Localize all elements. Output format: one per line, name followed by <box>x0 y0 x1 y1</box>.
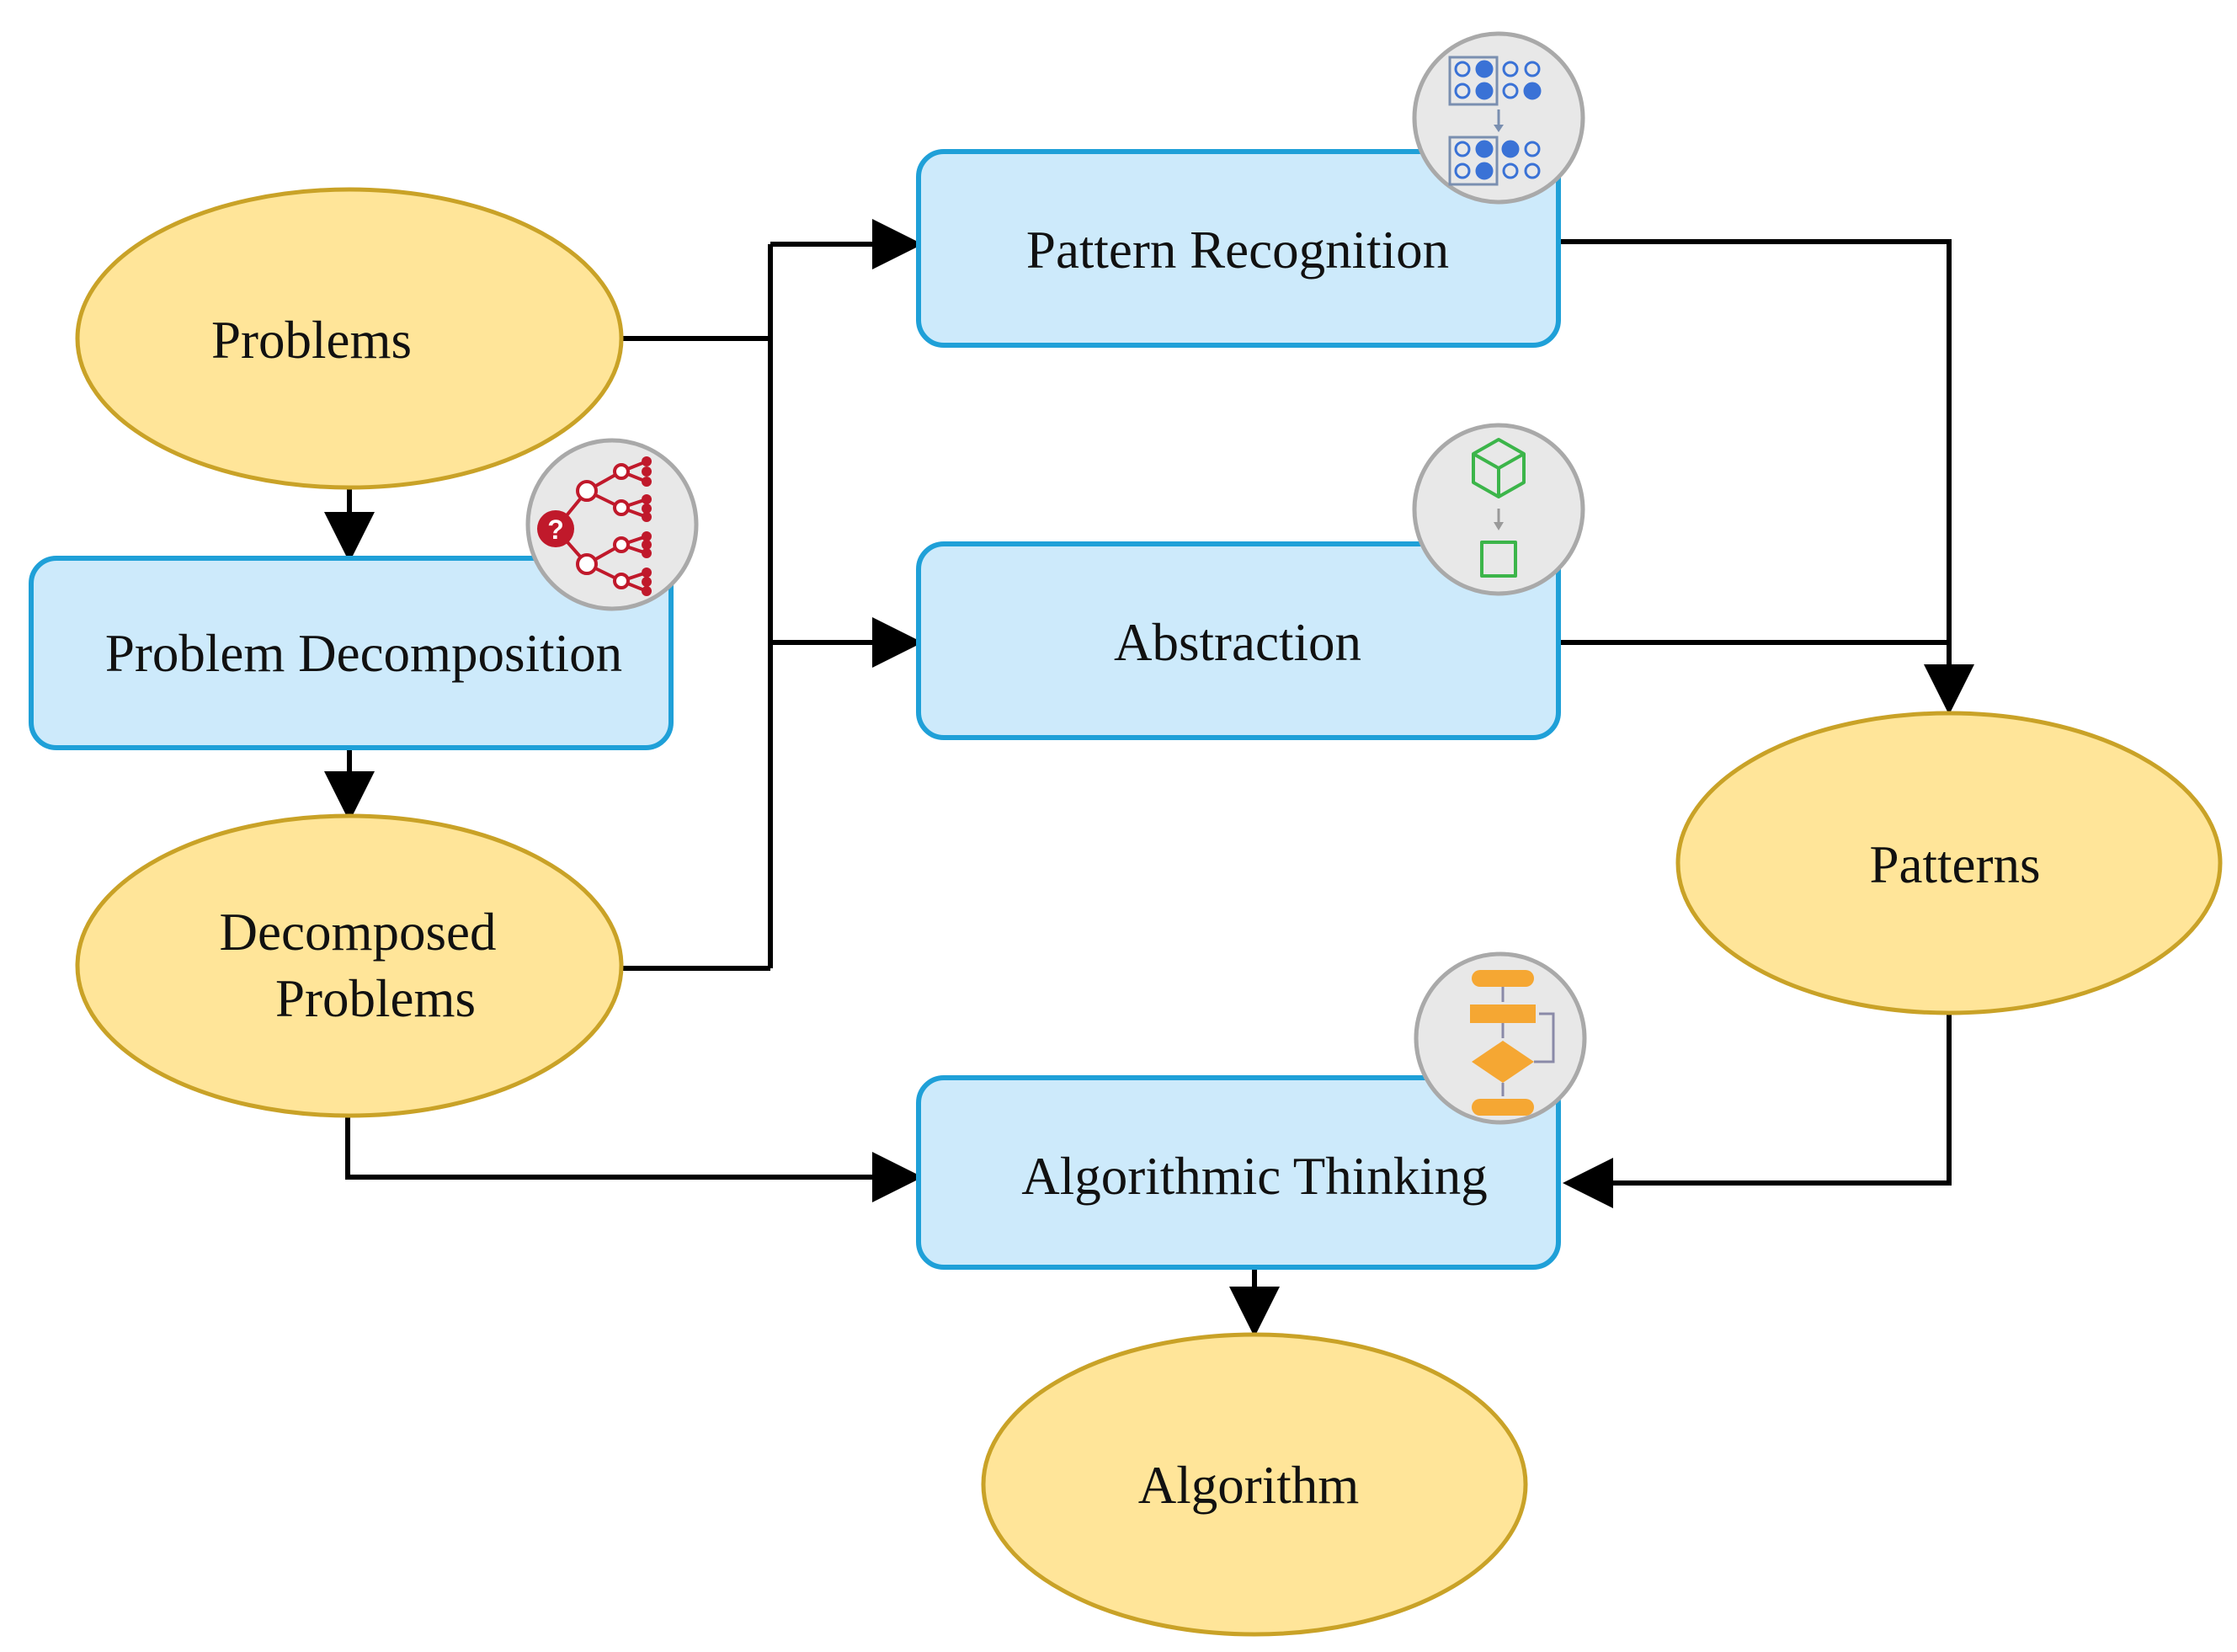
flowchart-icon <box>1414 951 1587 1125</box>
svg-text:?: ? <box>547 514 564 545</box>
node-algorithmic-thinking: Algorithmic Thinking <box>916 1075 1561 1270</box>
node-decomposed-problems-label-line1: Decomposed <box>220 903 497 962</box>
edge-pattern-recognition-to-patterns <box>1558 239 1974 715</box>
node-pattern-recognition: Pattern Recognition <box>916 149 1561 348</box>
cube-to-square-icon <box>1412 423 1585 596</box>
decomposition-tree-icon: ? <box>525 438 699 611</box>
node-decomposed-problems: Decomposed Problems <box>75 813 624 1118</box>
node-problem-decomposition-label: Problem Decomposition <box>105 624 622 683</box>
node-problems-label: Problems <box>211 311 412 370</box>
node-problems: Problems <box>75 187 624 490</box>
edges <box>324 219 1974 1337</box>
node-problem-decomposition: Problem Decomposition <box>29 556 674 750</box>
node-algorithmic-thinking-label: Algorithmic Thinking <box>1021 1147 1488 1206</box>
edge-decomposed-to-algorithmic-thinking <box>345 1116 923 1202</box>
node-algorithm: Algorithm <box>981 1332 1528 1637</box>
edge-patterns-to-algorithmic-thinking <box>1563 1013 1952 1208</box>
pattern-grid-icon <box>1412 31 1585 205</box>
node-patterns: Patterns <box>1675 711 2223 1015</box>
node-abstraction-label: Abstraction <box>1114 613 1361 672</box>
node-patterns-label: Patterns <box>1870 835 2041 894</box>
node-pattern-recognition-label: Pattern Recognition <box>1026 221 1449 280</box>
node-algorithm-label: Algorithm <box>1138 1456 1360 1515</box>
node-abstraction: Abstraction <box>916 541 1561 740</box>
node-decomposed-problems-label-line2: Problems <box>275 969 476 1028</box>
